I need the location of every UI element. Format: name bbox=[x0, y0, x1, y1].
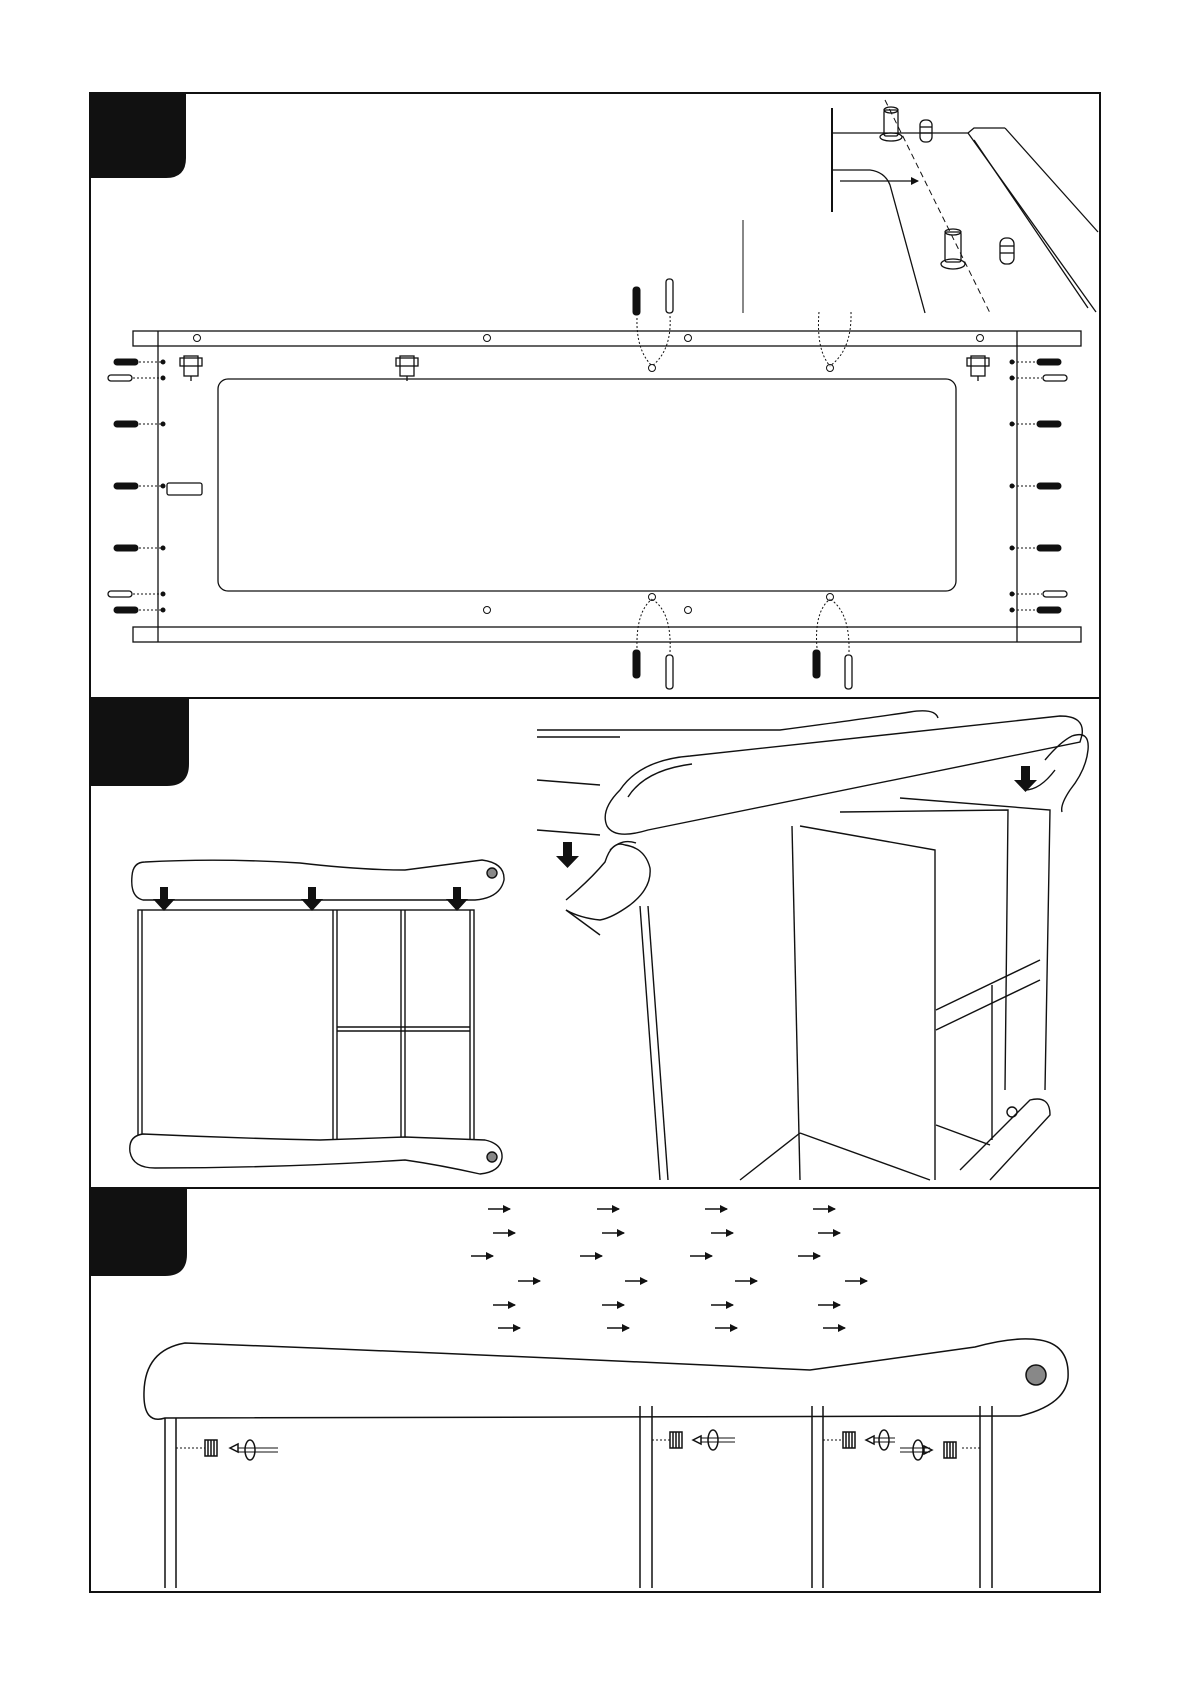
side-panel-onto-frame-diagram bbox=[130, 860, 504, 1174]
dowel-icon bbox=[114, 483, 138, 489]
hinge-plate-icon bbox=[967, 356, 989, 381]
hinge-plate-icon bbox=[180, 356, 202, 381]
side-fittings-right bbox=[1010, 359, 1067, 613]
dowel-icon bbox=[1037, 421, 1061, 427]
dowel-icon bbox=[1037, 359, 1061, 365]
dowel-icon bbox=[114, 421, 138, 427]
cam-bolt-icon bbox=[666, 279, 673, 313]
panel-hardware-layout bbox=[133, 331, 1081, 642]
cam-bolt-icon bbox=[1043, 591, 1067, 597]
rotation-icon bbox=[238, 1440, 278, 1460]
cam-lock-icon bbox=[670, 1432, 701, 1448]
connector-plate bbox=[167, 483, 202, 495]
dowel-icon bbox=[633, 287, 640, 315]
knob bbox=[1026, 1365, 1046, 1385]
dowel-icon bbox=[1000, 238, 1014, 264]
cam-bolt-icon bbox=[666, 655, 673, 689]
dowel-icon bbox=[1037, 607, 1061, 613]
cam-lock-icon bbox=[843, 1432, 874, 1448]
dowel-icon bbox=[114, 545, 138, 551]
dowel-icon bbox=[114, 607, 138, 613]
cam-lock-icon bbox=[944, 1442, 956, 1458]
step-tab bbox=[90, 1188, 187, 1276]
cam-bolt-icon bbox=[108, 375, 132, 381]
step-tab bbox=[90, 93, 186, 178]
cam-bolt-icon bbox=[1043, 375, 1067, 381]
step-tab bbox=[90, 698, 189, 786]
cam-lock-tightening-diagram bbox=[144, 1339, 1068, 1588]
dowel-icon bbox=[813, 650, 820, 678]
dowel-and-cam-detail-inset bbox=[743, 100, 1098, 313]
rotation-icon bbox=[900, 1440, 932, 1460]
cam-lock-arrow-rows bbox=[471, 1209, 867, 1328]
cam-bolt-icon bbox=[845, 655, 852, 689]
rotation-icon bbox=[701, 1430, 735, 1450]
dowel-icon bbox=[1037, 545, 1061, 551]
dowel-icon bbox=[114, 359, 138, 365]
rotation-icon bbox=[874, 1430, 895, 1450]
cam-bolt-icon bbox=[108, 591, 132, 597]
dowel-icon bbox=[1037, 483, 1061, 489]
dowel-icon bbox=[920, 120, 932, 142]
side-fittings-left bbox=[108, 359, 165, 613]
cam-lock-icon bbox=[941, 229, 965, 269]
hinge-plate-icon bbox=[396, 356, 418, 381]
dowel-icon bbox=[633, 650, 640, 678]
cam-lock-icon bbox=[205, 1440, 238, 1456]
hands-placing-panel-illustration bbox=[537, 711, 1088, 1180]
